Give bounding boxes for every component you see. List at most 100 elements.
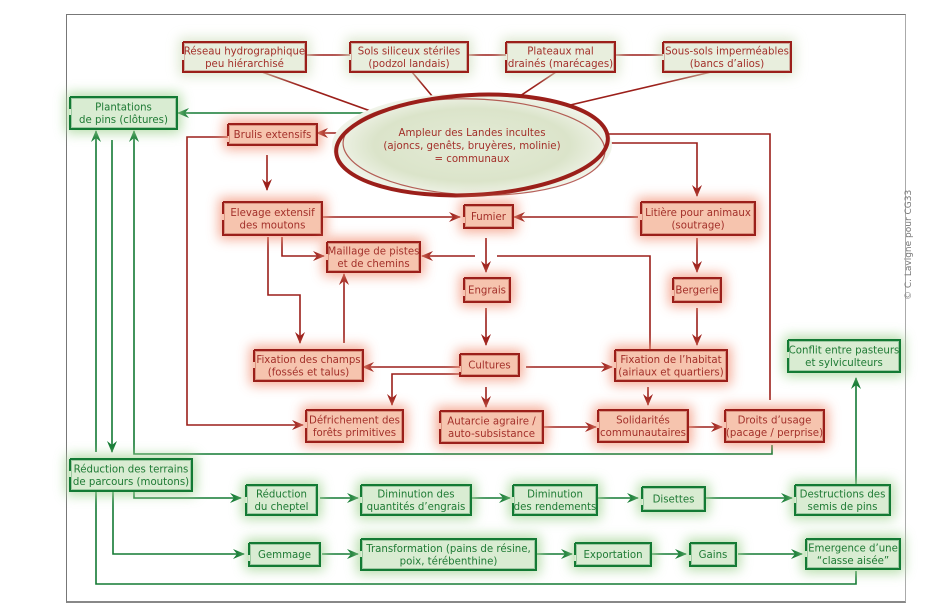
node-label-line: Plateaux mal bbox=[527, 46, 593, 57]
node-label-line: de pins (clôtures) bbox=[79, 114, 168, 126]
node-label-line: Destructions des bbox=[800, 489, 886, 500]
node-label-line: poix, térébenthine) bbox=[400, 555, 498, 567]
node-box-inner bbox=[514, 486, 596, 514]
node-brulis: Brulis extensifs bbox=[224, 120, 321, 149]
node-label-line: Elevage extensif bbox=[230, 208, 315, 219]
node-box-inner bbox=[224, 203, 321, 234]
node-label-line: Sols siliceux stériles bbox=[358, 45, 460, 57]
node-label-line: Conflit entre pasteurs bbox=[789, 345, 900, 356]
node-label-line: (airiaux et quartiers) bbox=[618, 367, 723, 378]
node-autarcie: Autarcie agraire /auto-subsistance bbox=[436, 407, 547, 447]
node-label-line: Litière pour animaux bbox=[645, 207, 751, 219]
node-box-inner bbox=[616, 351, 726, 380]
node-box-inner bbox=[247, 486, 316, 514]
node-box-inner bbox=[642, 203, 754, 234]
node-box-inner bbox=[664, 43, 790, 71]
node-box bbox=[69, 96, 178, 130]
node-box-inner bbox=[184, 43, 305, 71]
center-line-3: = communaux bbox=[434, 154, 509, 165]
center-node: Ampleur des Landes incultes (ajoncs, gen… bbox=[332, 92, 612, 198]
node-label-line: (podzol landais) bbox=[368, 59, 449, 70]
node-label-line: Gains bbox=[699, 550, 728, 561]
node-box-inner bbox=[328, 243, 419, 271]
edge-reduction-gemmage bbox=[112, 491, 245, 559]
node-box-inner bbox=[465, 279, 509, 301]
node-box bbox=[459, 353, 520, 377]
node-box-inner bbox=[576, 544, 650, 565]
node-engrais: Engrais bbox=[460, 274, 514, 306]
node-label-line: Brulis extensifs bbox=[234, 130, 312, 141]
node-label-line: Fixation des champs bbox=[256, 355, 360, 366]
node-label-line: Réduction bbox=[256, 488, 307, 500]
node-label-line: auto-subsistance bbox=[448, 429, 535, 440]
node-box-inner bbox=[507, 43, 614, 71]
node-box bbox=[326, 241, 421, 273]
edge-elevage-fixchamps bbox=[267, 237, 305, 344]
node-label-line: du cheptel bbox=[254, 502, 308, 513]
node-label-line: Droits d’usage bbox=[738, 415, 812, 426]
node-box bbox=[248, 542, 321, 567]
node-label-line: Solidarités bbox=[616, 414, 670, 426]
node-box bbox=[227, 123, 318, 146]
node-box-inner bbox=[351, 43, 467, 71]
node-label-line: des rendements bbox=[514, 502, 597, 513]
node-box-inner bbox=[599, 411, 687, 441]
node-box bbox=[805, 538, 901, 570]
node-label-line: et sylviculteurs bbox=[805, 358, 883, 369]
node-box bbox=[662, 41, 792, 73]
node-box bbox=[305, 409, 404, 443]
node-box-inner bbox=[71, 98, 176, 128]
node-emergence: Emergence d’une“classe aisée” bbox=[802, 535, 904, 573]
center-ellipse-stroke-inner bbox=[342, 98, 606, 196]
node-label-line: semis de pins bbox=[808, 502, 878, 513]
node-box-inner bbox=[461, 355, 518, 375]
node-label-line: Diminution des bbox=[377, 489, 454, 500]
node-box-inner bbox=[674, 279, 720, 301]
node-litiere: Litière pour animaux(soutrage) bbox=[637, 198, 759, 239]
node-box bbox=[222, 201, 323, 236]
center-line-2: (ajoncs, genêts, bruyères, molinie) bbox=[383, 140, 560, 152]
node-label-line: Engrais bbox=[468, 286, 506, 297]
edge-cultures-defrichement bbox=[387, 373, 460, 406]
node-box-inner bbox=[691, 544, 735, 565]
node-box-inner bbox=[229, 125, 316, 144]
node-exportation: Exportation bbox=[571, 539, 655, 570]
node-label-line: Exportation bbox=[583, 550, 642, 561]
node-box bbox=[360, 484, 472, 516]
node-label-line: Transformation (pains de résine, bbox=[365, 543, 531, 555]
node-label-line: communautaires bbox=[600, 428, 686, 439]
node-label-line: Fixation de l’habitat bbox=[620, 355, 721, 366]
node-box bbox=[640, 201, 756, 236]
node-disettes: Disettes bbox=[638, 483, 709, 515]
edge-droits-center bbox=[576, 129, 771, 400]
node-box bbox=[439, 410, 544, 444]
node-box-inner bbox=[362, 540, 535, 569]
node-box bbox=[574, 542, 652, 567]
node-box-inner bbox=[789, 341, 899, 371]
node-box bbox=[794, 484, 891, 516]
node-box bbox=[245, 484, 318, 516]
node-gains: Gains bbox=[686, 539, 740, 570]
edge-emergence-plantations bbox=[95, 488, 857, 585]
node-label-line: Maillage de pistes bbox=[328, 246, 420, 257]
node-sols: Sols siliceux stériles (podzol landais) bbox=[346, 38, 472, 76]
node-label-line: quantités d’engrais bbox=[367, 501, 466, 513]
node-box bbox=[614, 349, 728, 382]
node-box-inner bbox=[441, 412, 542, 442]
center-ellipse-fill bbox=[332, 93, 612, 197]
edge-brulis-defrichement bbox=[186, 136, 304, 430]
node-box bbox=[787, 339, 901, 373]
node-label-line: Disettes bbox=[653, 495, 695, 506]
node-fixchamps: Fixation des champs(fossés et talus) bbox=[250, 346, 367, 385]
node-box-inner bbox=[796, 486, 889, 514]
node-label-line: des moutons bbox=[240, 220, 306, 231]
node-box bbox=[69, 458, 193, 492]
node-cultures: Cultures bbox=[456, 350, 523, 380]
